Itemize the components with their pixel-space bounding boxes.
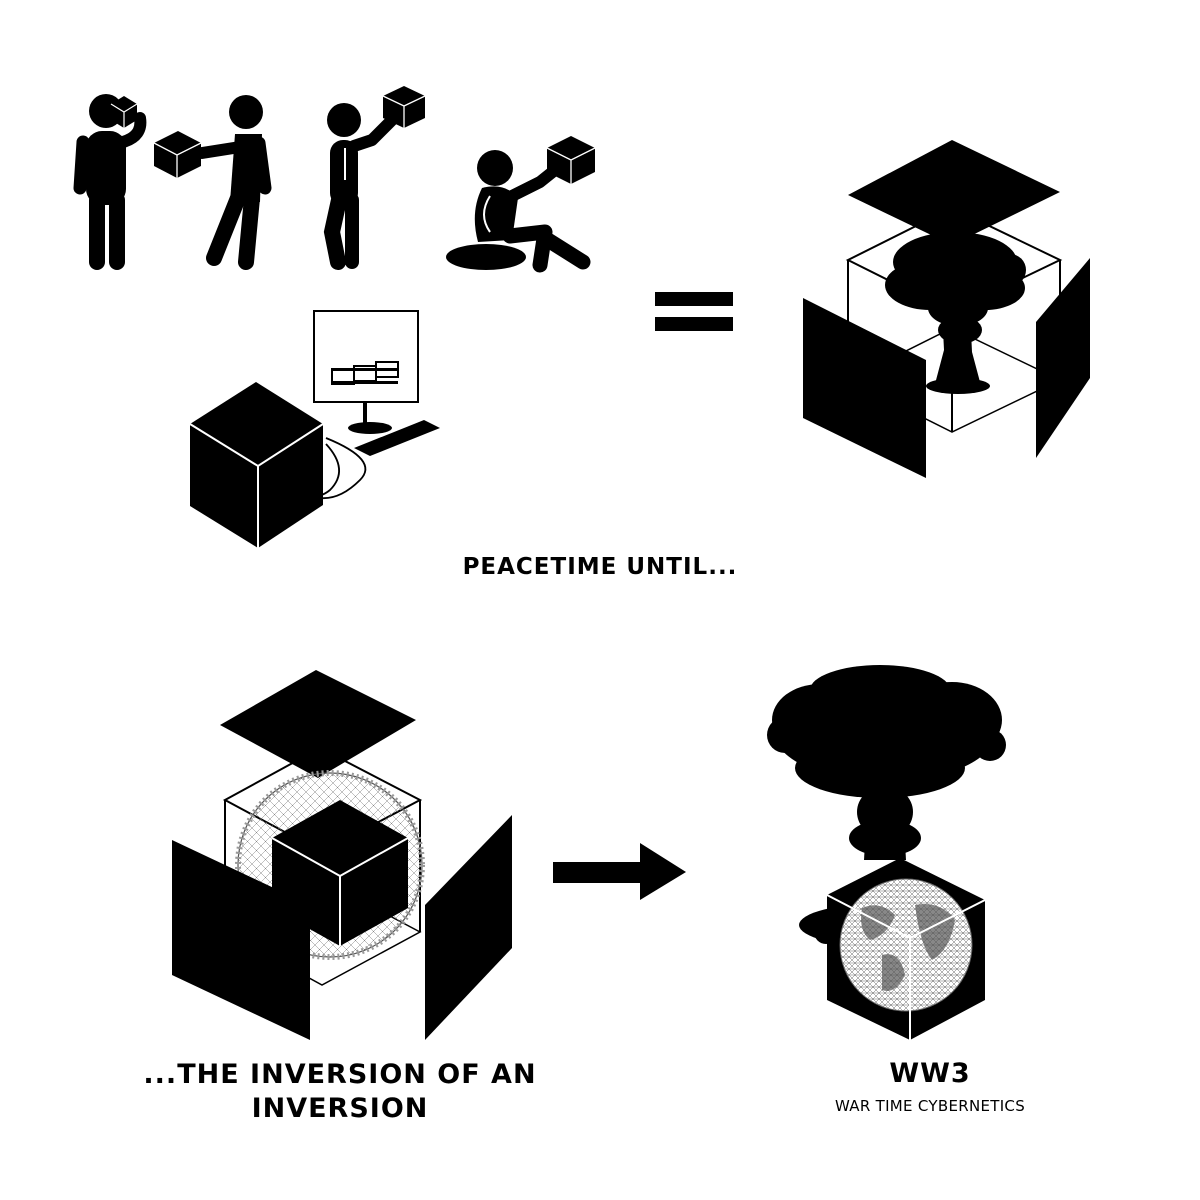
- exploded-cube-with-globe-icon: [172, 670, 512, 1040]
- person-holding-cube-to-head-icon: [73, 94, 147, 270]
- equals-sign-icon: [655, 292, 733, 331]
- ww3-title: WW3: [889, 1058, 971, 1089]
- person-holding-cube-out-icon: [153, 95, 272, 270]
- ww3-subtitle: WAR TIME CYBERNETICS: [834, 1097, 1026, 1115]
- sitting-person-raising-cube-icon: [446, 136, 596, 273]
- exploded-cube-with-mushroom-cloud-icon: [803, 140, 1090, 478]
- person-raising-cube-icon: [323, 86, 426, 270]
- inversion-caption: ...THE INVERSION OF AN INVERSION: [100, 1058, 580, 1126]
- inversion-caption-line-2: INVERSION: [251, 1093, 429, 1124]
- cube-computer-workstation-icon: [189, 310, 440, 548]
- inversion-caption-line-1: ...THE INVERSION OF AN: [143, 1059, 537, 1090]
- mushroom-cloud-with-globe-cube-icon: [767, 665, 1006, 1040]
- peacetime-caption: PEACETIME UNTIL...: [462, 554, 738, 580]
- right-arrow-icon: [553, 843, 686, 900]
